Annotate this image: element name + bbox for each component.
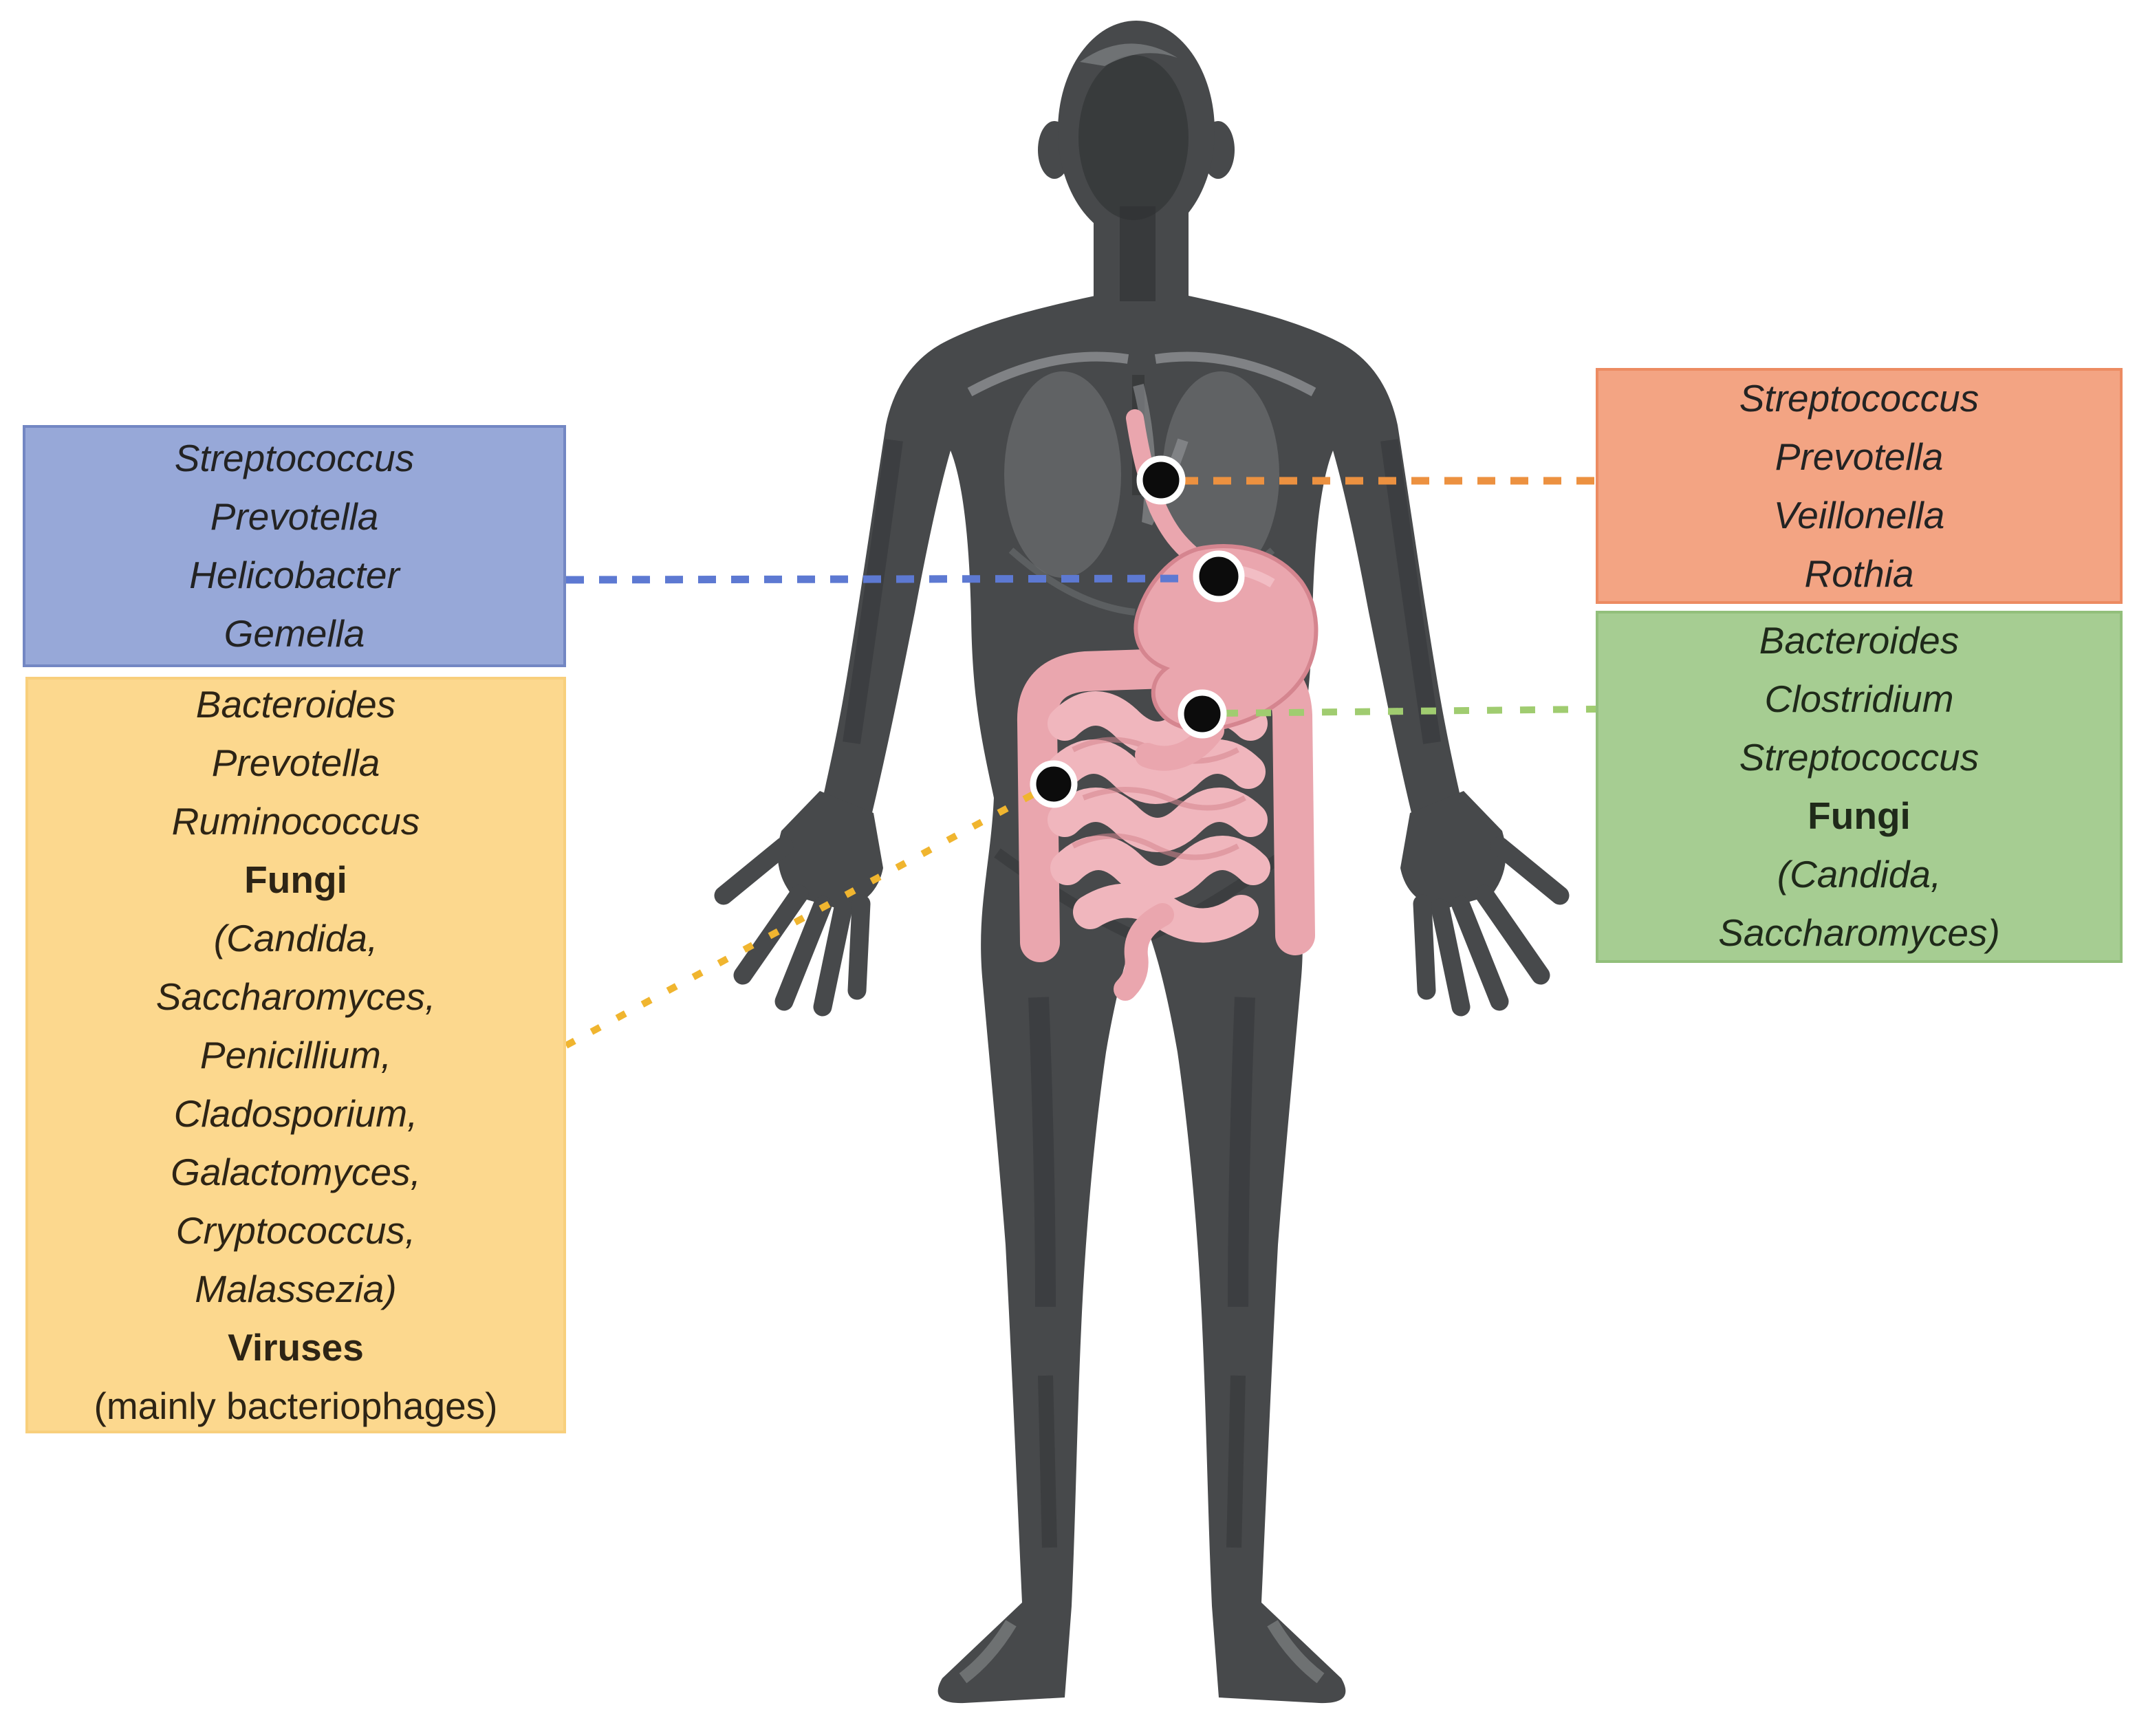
microbe-box-green: Bacteroides Clostridium Streptococcus Fu…	[1596, 611, 2123, 963]
connector-blue-dashed	[565, 574, 1201, 584]
esophagus	[1126, 409, 1200, 563]
thumb	[1490, 836, 1570, 905]
neck-shadow	[1120, 206, 1156, 301]
collarbone-right	[1154, 351, 1316, 397]
taxon-group-heading: Viruses	[228, 1325, 364, 1369]
site-marker-intestine-upper	[1178, 689, 1227, 739]
foot-highlight-right	[1267, 1620, 1325, 1684]
arm-shadow-left	[843, 439, 903, 744]
lung-highlight-right	[1162, 371, 1279, 578]
intestine-detail	[1072, 833, 1239, 860]
taxon-name: Prevotella	[1775, 435, 1944, 478]
shin-shadow-left	[1038, 1375, 1057, 1548]
hand-right	[1400, 791, 1506, 909]
taxon-name: Prevotella	[210, 495, 379, 538]
taxon-name: Rothia	[1804, 552, 1914, 595]
lung-highlight-left	[1004, 371, 1121, 578]
taxon-group-heading: Fungi	[1808, 794, 1911, 837]
collarbone-left	[967, 351, 1129, 397]
face-shadow	[1078, 55, 1189, 220]
rib-arc	[1008, 547, 1136, 616]
taxon-name: Ruminococcus	[171, 799, 420, 843]
taxon-name: Streptococcus	[1739, 376, 1979, 420]
taxon-group-heading: Fungi	[244, 858, 347, 901]
finger	[1451, 896, 1509, 1011]
body-shading	[843, 43, 1441, 1684]
taxon-name: Penicillium,	[199, 1033, 392, 1076]
taxon-name: Cryptococcus,	[175, 1208, 416, 1252]
finger	[1431, 898, 1471, 1017]
taxon-name: Malassezia)	[195, 1267, 397, 1310]
taxon-name: Streptococcus	[174, 437, 415, 479]
taxon-name: Gemella	[224, 612, 365, 655]
taxon-name: Veillonella	[1773, 493, 1945, 536]
hand-left	[777, 791, 883, 909]
connector-yellow-dashed	[564, 782, 1052, 1049]
rectum	[1114, 903, 1174, 1001]
intestine-detail	[1082, 787, 1246, 811]
thumb	[714, 836, 794, 905]
thigh-shadow-left	[1028, 997, 1056, 1308]
site-marker-stomach	[1193, 550, 1245, 603]
finger	[1413, 894, 1436, 1000]
finger	[774, 896, 832, 1011]
site-marker-esophagus	[1136, 455, 1186, 505]
microbe-box-blue: Streptococcus Prevotella Helicobacter Ge…	[23, 425, 566, 667]
pelvis-line-left	[994, 848, 1136, 941]
head-highlight	[1080, 43, 1178, 66]
shin-shadow-right	[1226, 1375, 1246, 1548]
foot-highlight-left	[959, 1620, 1017, 1684]
site-markers	[1030, 455, 1245, 808]
finger	[847, 894, 871, 1000]
taxon-name: Cladosporium,	[173, 1092, 418, 1135]
taxon-name: Bacteroides	[1759, 619, 1960, 662]
microbe-box-salmon: Streptococcus Prevotella Veillonella Rot…	[1596, 368, 2123, 604]
thigh-shadow-right	[1228, 997, 1255, 1308]
taxon-name: Bacteroides	[195, 682, 396, 726]
taxon-name: Streptococcus	[1739, 736, 1979, 779]
finger	[1475, 885, 1550, 985]
taxon-name: Saccharomyces,	[155, 975, 436, 1018]
connector-lines	[564, 477, 1596, 1049]
site-marker-intestine-lower	[1030, 760, 1078, 808]
taxon-name: Galactomyces,	[171, 1150, 421, 1193]
finger	[813, 898, 853, 1017]
taxon-name: (Candida,	[1777, 853, 1942, 896]
taxon-name: Helicobacter	[189, 554, 400, 596]
taxon-name: (Candida,	[213, 916, 378, 959]
connector-green-dashed	[1222, 706, 1596, 717]
taxon-name: Saccharomyces)	[1718, 911, 2000, 954]
microbe-box-yellow: Bacteroides Prevotella Ruminococcus Fung…	[25, 677, 566, 1433]
taxon-note: (mainly bacteriophages)	[94, 1384, 498, 1427]
gi-tract	[1017, 409, 1319, 1001]
taxon-name: Clostridium	[1764, 677, 1954, 720]
taxon-name: Prevotella	[211, 741, 380, 784]
